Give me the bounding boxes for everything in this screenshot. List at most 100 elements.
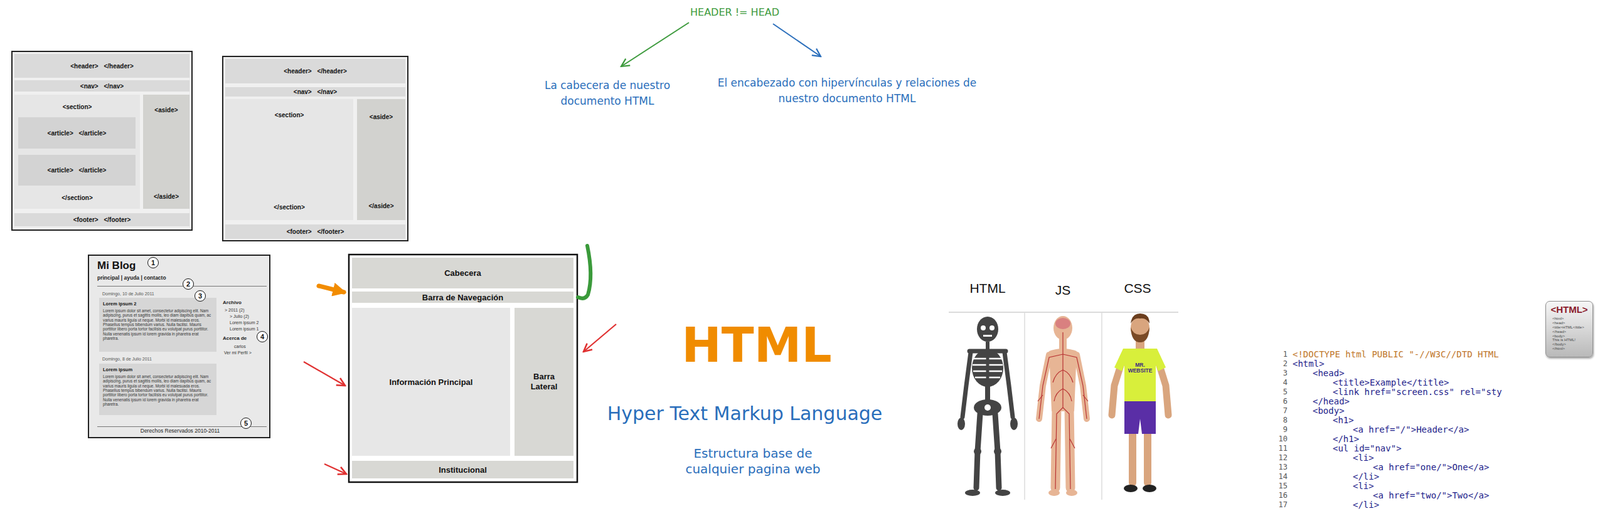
- text-label: HEADER != HEAD: [690, 6, 780, 19]
- text-label: Hyper Text Markup Language: [607, 402, 883, 426]
- node-text: </body>: [1549, 342, 1589, 347]
- node-text: <title>HTML</title>: [1549, 325, 1589, 331]
- node-text: </html>: [1549, 346, 1589, 352]
- node-text: principal | ayuda | contacto: [97, 275, 167, 282]
- node-text: Información Principal: [389, 377, 474, 388]
- code-line: <body>: [1312, 406, 1345, 416]
- node-text: <footer> </footer>: [73, 216, 132, 224]
- layout-frame: [348, 254, 578, 483]
- pointer-arrow: [621, 22, 689, 67]
- node-text: <body>: [1549, 334, 1589, 339]
- skeleton: [957, 316, 1018, 497]
- text-label: CSS: [1123, 280, 1151, 297]
- line-number: 17: [1268, 500, 1288, 511]
- pointer-arrow: [583, 324, 617, 352]
- node-text: </head>: [1549, 330, 1589, 335]
- blog-mockup: Mi Blog principal | ayuda | contactoDomin…: [87, 254, 271, 439]
- line-number: 1: [1268, 350, 1288, 360]
- line-number: 6: [1268, 397, 1288, 407]
- node-text: Lorem ipsum: [102, 367, 213, 373]
- line-number: 2: [1268, 359, 1288, 369]
- callout-text: 4: [260, 333, 265, 341]
- layout-band: <aside></aside>: [357, 99, 406, 221]
- code-line: <html>: [1292, 359, 1325, 369]
- website-man: [1111, 313, 1169, 493]
- layout-band: <section> </section> <article> </article> <…: [14, 94, 140, 209]
- callout-text: 2: [186, 281, 191, 288]
- line-number: 7: [1268, 406, 1288, 416]
- code-line: <li>: [1352, 481, 1375, 492]
- node-text: <section>: [62, 103, 93, 111]
- node-text: > 2011 (2): [224, 308, 245, 314]
- node-text: <footer> </footer>: [286, 228, 345, 236]
- text-label: La cabecera de nuestro documento HTML: [532, 77, 683, 109]
- node-text: <html>: [1549, 316, 1589, 322]
- node-text: <HTML>: [1549, 304, 1589, 315]
- pointer-arrow: [773, 23, 821, 57]
- layout-band: Barra Lateral: [514, 308, 574, 457]
- html-icon: <HTML><html><head><title>HTML</title></h…: [1545, 301, 1594, 358]
- callout-text: 3: [198, 293, 203, 300]
- node-text: Domingo, 8 de Julio 2011: [102, 357, 152, 363]
- node-text: Acerca de: [222, 335, 247, 342]
- node-text: <aside>: [369, 113, 393, 121]
- line-number: 5: [1268, 387, 1288, 398]
- post-box: Lorem ipsum 2Lorem ipsum dolor sit amet,…: [99, 298, 217, 352]
- node-text: </section>: [61, 194, 93, 202]
- node-text: Ver mi Perfil >: [224, 350, 252, 356]
- node-text: Lorem ipsum 2: [102, 301, 213, 307]
- layout-band: <header> </header>: [14, 53, 190, 78]
- node-text: <nav> </nav>: [293, 88, 337, 96]
- node-text: Institucional: [438, 465, 487, 475]
- line-number: 10: [1268, 434, 1288, 445]
- post-box: Lorem ipsumLorem ipsum dolor sit amet, c…: [99, 363, 217, 416]
- text-label: HTML: [681, 316, 832, 374]
- node-text: <article> </article>: [47, 166, 107, 174]
- code-line: </h1>: [1332, 434, 1360, 445]
- layout-band: <article> </article>: [18, 154, 136, 186]
- text-label: HTML: [969, 280, 1006, 297]
- text-label: El encabezado con hipervínculas y relaci…: [715, 75, 979, 107]
- bracket-hook: [577, 245, 591, 299]
- node-text: <aside>: [154, 106, 178, 114]
- layout-band: <aside> </aside>: [143, 94, 190, 209]
- node-text: carlos: [234, 344, 246, 350]
- callout-text: 5: [244, 420, 248, 428]
- code-line: <a href="one/">One</a>: [1372, 463, 1489, 473]
- line-number: 4: [1268, 378, 1288, 388]
- node-text: <article> </article>: [47, 129, 107, 137]
- node-text: Lorem ipsum dolor sit amet, consectetur …: [102, 374, 213, 408]
- node-text: </section>: [273, 203, 305, 211]
- body-illustration: [948, 312, 1179, 501]
- code-line: </li>: [1352, 500, 1380, 511]
- code-line: </head>: [1312, 397, 1350, 407]
- line-number: 14: [1268, 472, 1288, 482]
- callout-number: 5: [240, 417, 252, 430]
- separator-line: [97, 286, 267, 287]
- code-line: <link href="screen.css" rel="sty: [1332, 387, 1503, 398]
- wireframe-frame: [222, 56, 408, 241]
- callout-number: 4: [256, 331, 268, 343]
- code-line: <title>Example</title>: [1332, 378, 1449, 388]
- code-line: </li>: [1352, 472, 1380, 482]
- pointer-arrow: [318, 286, 344, 293]
- wireframe-frame: [11, 51, 192, 231]
- node-text: Mi Blog: [97, 259, 136, 273]
- code-line: <a href="two/">Two</a>: [1372, 491, 1489, 501]
- line-number: 13: [1268, 463, 1288, 473]
- pointer-arrow: [303, 362, 346, 386]
- node-text: Lorem ipsum 1: [229, 326, 259, 332]
- node-text: </aside>: [153, 193, 179, 201]
- line-number: 8: [1268, 416, 1288, 426]
- layout-band: Institucional: [352, 461, 574, 479]
- layout-band: <nav> </nav>: [14, 80, 190, 92]
- layout-band: Barra de Navegación: [352, 291, 574, 304]
- text-label: Estructura base de cualquier pagina web: [680, 446, 826, 478]
- pointer-arrow: [324, 464, 347, 475]
- code-line: <h1>: [1332, 416, 1355, 426]
- node-text: > Julio (2): [229, 314, 250, 320]
- line-number: 12: [1268, 453, 1288, 464]
- layout-band: Información Principal: [352, 308, 511, 457]
- callout-number: 1: [147, 257, 159, 269]
